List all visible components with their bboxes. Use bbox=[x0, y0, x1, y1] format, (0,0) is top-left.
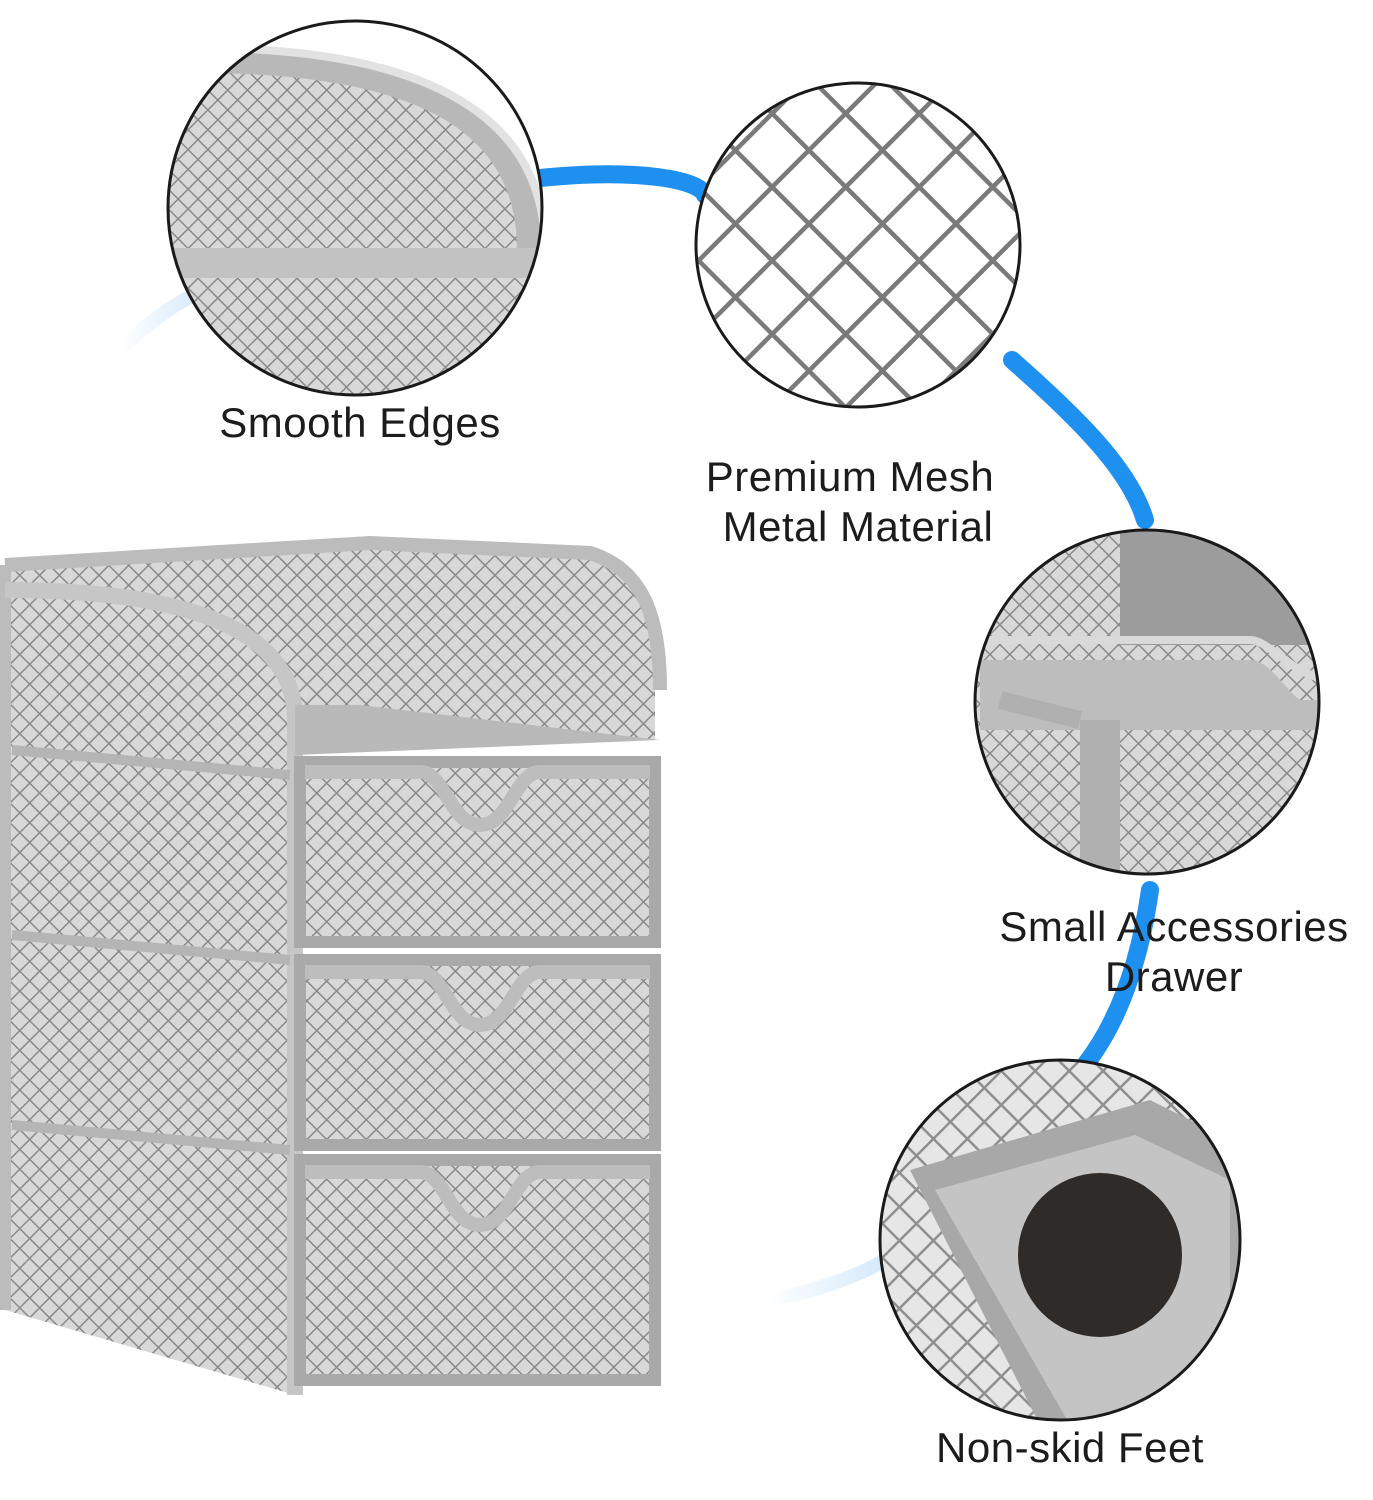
drawer-3 bbox=[294, 1154, 661, 1386]
non-skid-feet-detail bbox=[878, 1058, 1242, 1422]
label-smooth-edges: Smooth Edges bbox=[195, 398, 525, 448]
felt-pad-icon bbox=[1018, 1173, 1182, 1337]
glow-trail-bottom bbox=[763, 1253, 892, 1307]
label-non-skid-feet-line-1: Non-skid Feet bbox=[936, 1424, 1204, 1471]
smooth-edges-detail bbox=[166, 19, 544, 397]
label-small-drawer-line-2: Drawer bbox=[1104, 953, 1244, 1000]
label-smooth-edges-line-1: Smooth Edges bbox=[219, 399, 501, 446]
drawer-1 bbox=[294, 756, 661, 948]
premium-mesh-detail bbox=[694, 81, 1022, 409]
label-premium-mesh-line-1: Premium Mesh bbox=[705, 453, 995, 500]
label-non-skid-feet: Non-skid Feet bbox=[905, 1423, 1235, 1473]
small-drawer-detail bbox=[973, 528, 1321, 876]
drawer-2 bbox=[294, 954, 661, 1151]
label-premium-mesh: Premium Mesh Metal Material bbox=[680, 452, 1020, 552]
label-small-drawer: Small Accessories Drawer bbox=[975, 902, 1373, 1002]
label-small-drawer-line-1: Small Accessories bbox=[999, 903, 1349, 950]
connector-arc bbox=[531, 165, 1159, 1074]
label-premium-mesh-line-2: Metal Material bbox=[722, 503, 994, 550]
mesh-desk-organizer-icon bbox=[0, 535, 667, 1395]
